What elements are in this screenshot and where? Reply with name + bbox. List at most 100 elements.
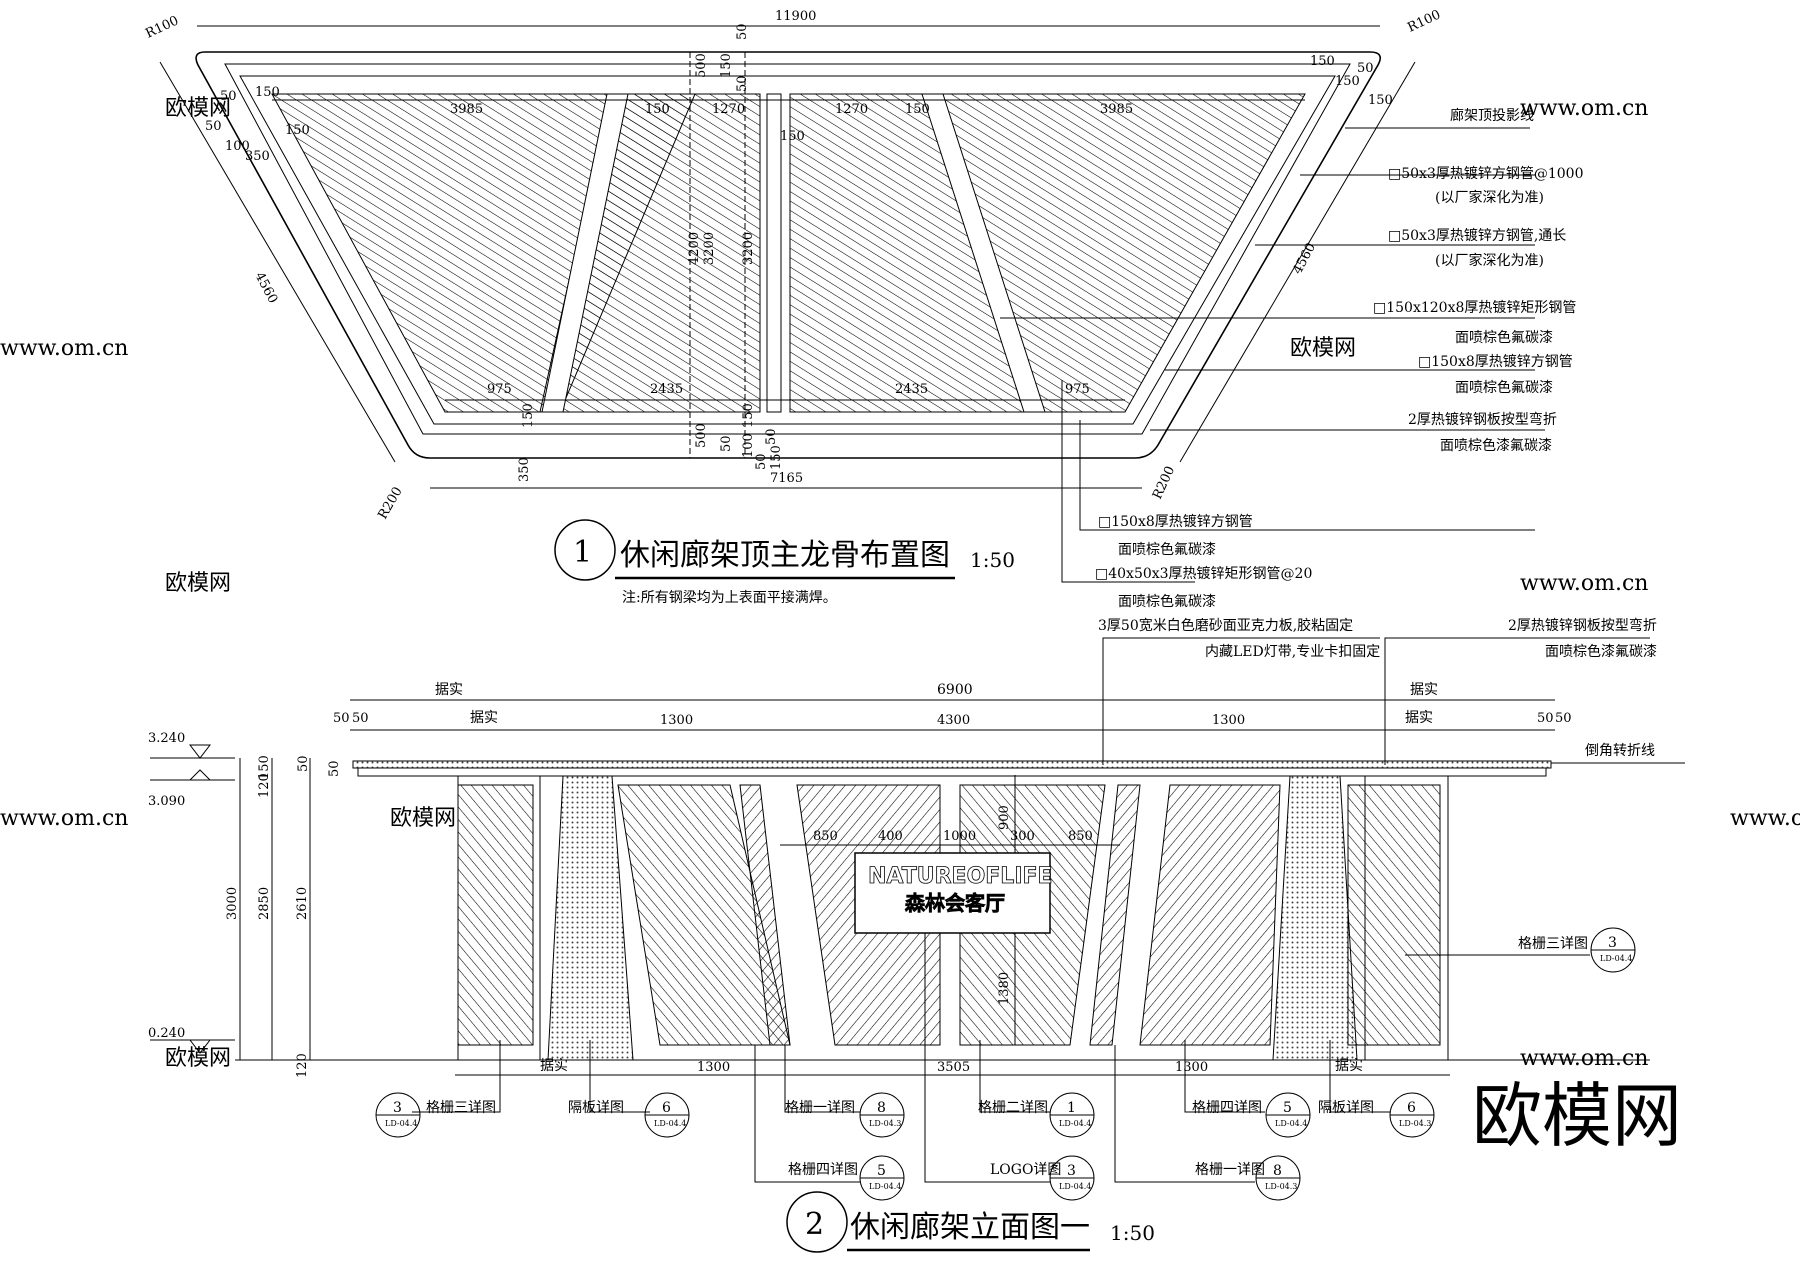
plan-bottom-dim: 7165 bbox=[770, 471, 803, 486]
callout-sheet: LD-04.4 bbox=[869, 1182, 901, 1191]
elevation-vertical-dim: 120 bbox=[257, 773, 272, 798]
watermark-url: www.om.cn bbox=[1520, 571, 1648, 596]
callout: 隔板详图 6 LD-04.4 bbox=[568, 1040, 690, 1138]
plan-inner-frame-2 bbox=[239, 75, 1336, 425]
plan-bottom-note: 面喷棕色氟碳漆 bbox=[1118, 593, 1216, 610]
elevation-bottom-dim: 3505 bbox=[937, 1060, 970, 1075]
elevation-top-note: 3厚50宽米白色磨砂面亚克力板,胶粘固定 bbox=[1098, 617, 1353, 634]
elevation-vertical-dim: 2850 bbox=[257, 887, 272, 920]
elevation-dim: 据实 bbox=[1410, 682, 1438, 698]
callout: 格栅一详图 8 LD-04.3 bbox=[1114, 1045, 1301, 1201]
plan-note: 面喷棕色氟碳漆 bbox=[1455, 329, 1553, 346]
plan-lower-dim: 975 bbox=[487, 382, 512, 397]
plan-bottom-small-dim: 500 bbox=[694, 423, 709, 448]
elevation-logo-sign bbox=[854, 852, 1051, 934]
callout-sheet: LD-04.3 bbox=[869, 1119, 901, 1128]
callout-label: 隔板详图 bbox=[568, 1100, 624, 1116]
elevation-roof-beam bbox=[357, 767, 1547, 777]
watermark-logo: 欧模网 bbox=[1472, 1075, 1682, 1157]
elevation-level: 0.240 bbox=[148, 1026, 185, 1041]
elevation-dim: 1300 bbox=[660, 713, 693, 728]
watermark-text: 欧模网 bbox=[390, 806, 456, 831]
plan-view: 11900 R100 R100 R200 R200 3985 150 1270 … bbox=[143, 7, 1583, 610]
plan-radius-bl: R200 bbox=[375, 485, 405, 522]
plan-caption-num: 1 bbox=[573, 535, 592, 570]
callout: 格栅一详图 8 LD-04.3 bbox=[784, 1045, 905, 1138]
elevation-vertical-dim: 120 bbox=[295, 1053, 310, 1078]
elevation-levels bbox=[150, 744, 1650, 1061]
plan-note: 面喷棕色漆氟碳漆 bbox=[1440, 437, 1552, 454]
elevation-bottom-dim: 1300 bbox=[1175, 1060, 1208, 1075]
elevation-dim: 据实 bbox=[470, 710, 498, 726]
elevation-vertical-dim: 150 bbox=[257, 755, 272, 780]
elevation-dim: 6900 bbox=[937, 682, 973, 698]
plan-vertical-dim: 4200 bbox=[687, 232, 702, 265]
plan-lower-dim: 50 bbox=[764, 428, 779, 445]
elevation-leader bbox=[1102, 637, 1380, 765]
elevation-logo-cn: 森林会客厅 bbox=[905, 891, 1005, 915]
callout: 格栅三详图 3 LD-04.4 bbox=[375, 1040, 501, 1138]
plan-left-dim: 4560 bbox=[251, 270, 280, 306]
elevation-bevel-note: 倒角转折线 bbox=[1585, 743, 1655, 759]
plan-bottom-small-dim: 150 bbox=[769, 445, 784, 470]
callout-sheet: LD-04.4 bbox=[1275, 1119, 1307, 1128]
callout-sheet: LD-04.4 bbox=[1600, 954, 1632, 963]
plan-top-small-dim: 150 bbox=[1368, 93, 1393, 108]
watermark-url: www.om.cn bbox=[1730, 806, 1800, 831]
callout-label: 格栅四详图 bbox=[1192, 1100, 1262, 1116]
plan-left-dim: 50 bbox=[205, 119, 222, 134]
elevation-panel bbox=[739, 784, 791, 1046]
elevation-roof-edge bbox=[352, 760, 1552, 769]
plan-beam-right bbox=[921, 93, 1046, 413]
plan-caption-circle bbox=[554, 519, 616, 581]
elevation-panel bbox=[1139, 784, 1281, 1046]
watermark-layer: 欧模网 www.om.cn www.om.cn 欧模网 欧模网 www.om.c… bbox=[0, 96, 1800, 1157]
plan-top-small-dim: 500 bbox=[694, 53, 709, 78]
plan-bottom-small-dim: 50 bbox=[754, 453, 769, 470]
plan-inner-dim: 3985 bbox=[450, 102, 483, 117]
dim-line bbox=[1179, 61, 1416, 463]
callout-num: 8 bbox=[1273, 1163, 1282, 1179]
elevation-panels bbox=[457, 775, 1449, 1061]
plan-left-dim: 350 bbox=[245, 149, 270, 164]
callout-num: 1 bbox=[1067, 1100, 1076, 1116]
plan-vertical-dim: 3200 bbox=[741, 232, 756, 265]
elevation-dim: 50 bbox=[1537, 711, 1554, 726]
callout-label: LOGO详图 bbox=[990, 1162, 1061, 1178]
plan-note: 廊架顶投影线 bbox=[1450, 107, 1534, 124]
plan-leader bbox=[1061, 380, 1195, 583]
plan-note: □50x3厚热镀锌方钢管@1000 bbox=[1388, 165, 1583, 182]
plan-left-dim: 50 bbox=[220, 89, 237, 104]
elevation-logo-dim: 850 bbox=[1068, 829, 1093, 844]
callout-label: 格栅四详图 bbox=[788, 1162, 858, 1178]
plan-bottom-note: 面喷棕色氟碳漆 bbox=[1118, 541, 1216, 558]
elevation-vertical-dim: 2610 bbox=[295, 887, 310, 920]
plan-lower-dim: 975 bbox=[1065, 382, 1090, 397]
elevation-dim: 50 bbox=[352, 711, 369, 726]
plan-bottom-note: □150x8厚热镀锌方钢管 bbox=[1098, 513, 1253, 530]
plan-lower-dim: 150 bbox=[741, 403, 756, 428]
elevation-logo-dim: 300 bbox=[1010, 829, 1035, 844]
callout-sheet: LD-04.3 bbox=[1265, 1182, 1297, 1191]
callout-sheet: LD-04.4 bbox=[654, 1119, 686, 1128]
elevation-vertical-dim: 50 bbox=[296, 755, 311, 772]
plan-radius-tl: R100 bbox=[143, 13, 181, 41]
elevation-dim: 1300 bbox=[1212, 713, 1245, 728]
plan-top-small-dim: 150 bbox=[1310, 54, 1335, 69]
elevation-dim: 据实 bbox=[1405, 710, 1433, 726]
elevation-bottom-dim: 据实 bbox=[1335, 1058, 1363, 1074]
callout-sheet: LD-04.4 bbox=[385, 1119, 417, 1128]
callout-label: 隔板详图 bbox=[1318, 1100, 1374, 1116]
callout-label: 格栅一详图 bbox=[1195, 1162, 1265, 1178]
plan-leader bbox=[1079, 420, 1195, 531]
plan-note: (以厂家深化为准) bbox=[1435, 189, 1544, 206]
elevation-logo-dim: 1380 bbox=[997, 972, 1012, 1005]
elevation-top-note: 2厚热镀锌钢板按型弯折 bbox=[1508, 617, 1657, 634]
plan-caption-scale: 1:50 bbox=[970, 548, 1015, 572]
plan-note: □150x8厚热镀锌方钢管 bbox=[1418, 353, 1573, 370]
elevation-pillar bbox=[1272, 775, 1358, 1061]
elevation-logo-dim: 850 bbox=[813, 829, 838, 844]
plan-top-dim: 11900 bbox=[775, 9, 816, 24]
plan-caption: 休闲廊架顶主龙骨布置图 bbox=[620, 538, 950, 573]
